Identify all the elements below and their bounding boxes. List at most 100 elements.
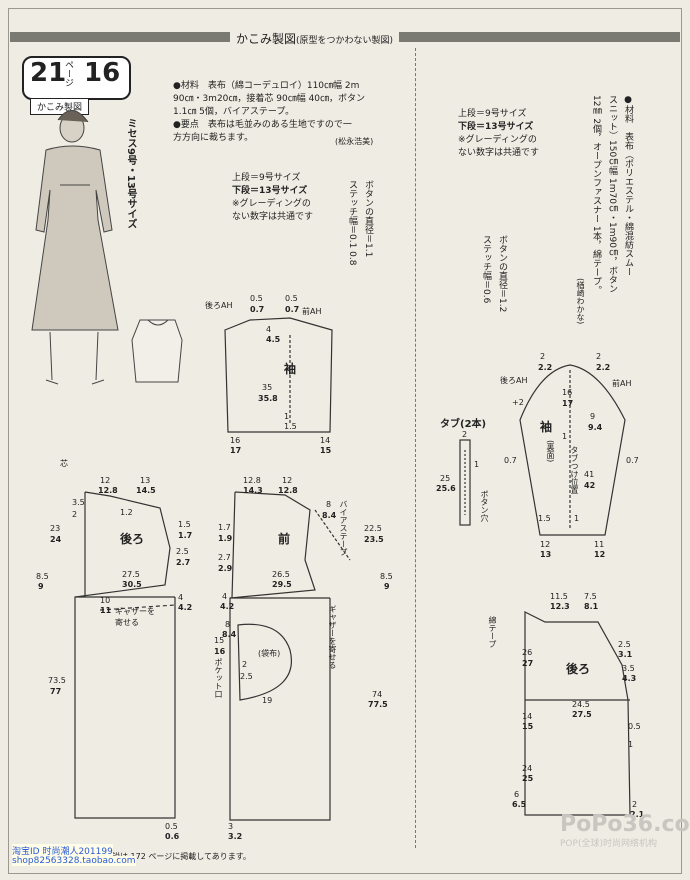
title-note: (原型をつかわない製図) [296, 36, 394, 46]
lf-pocket-bag: (袋布) [258, 649, 281, 658]
rb-w1b: 12.3 [550, 602, 570, 611]
rb-h25: 25 [522, 774, 534, 783]
lb-hem-a: 0.5 [165, 822, 178, 831]
lb-m27: 2.7 [176, 558, 191, 567]
lb-r42: 4.2 [178, 603, 193, 612]
lb-r4: 4 [178, 593, 184, 602]
rb-w2a: 7.5 [584, 592, 597, 601]
shop-url: shop82563328.taobao.com [12, 856, 136, 866]
lb-tag: 芯 [60, 459, 68, 468]
lf-g8: 8 [225, 620, 231, 629]
tab-outline [459, 439, 471, 526]
lb-len-a: 73.5 [48, 676, 66, 685]
rb-m31: 3.1 [618, 650, 633, 659]
rs-b13: 13 [540, 550, 552, 559]
lf-y265: 26.5 [272, 570, 290, 579]
badge-page-word: ページ [63, 60, 73, 87]
lf-s9: 9 [384, 582, 390, 591]
lf-m17: 1.7 [218, 523, 231, 532]
rs-mid: (裏面) [546, 440, 555, 463]
rs-t22: 2.2 [538, 363, 553, 372]
ls-top-d: 0.7 [285, 305, 300, 314]
right-materials-3: 12㎜ 2個，オープンファスナー 1本，綿テープ。 [591, 95, 601, 295]
left-legend-4: ない数字は共通です [232, 212, 314, 222]
left-sleeve-back-ah: 後ろAH [205, 301, 233, 310]
lf-p2: 2 [242, 660, 248, 669]
rb-b65: 6.5 [512, 800, 527, 809]
lf-p16: 16 [214, 647, 226, 656]
lf-pocket: ポケット口 [214, 658, 223, 698]
rb-r05: 0.5 [628, 722, 641, 731]
lb-y275: 27.5 [122, 570, 140, 579]
rb-m43: 4.3 [622, 674, 637, 683]
lf-g84: 8.4 [222, 630, 237, 639]
lf-r42: 4.2 [220, 602, 235, 611]
ls-fw-b: 15 [320, 446, 332, 455]
rs-f11: 11 [594, 540, 605, 549]
rs-t2a: 2 [540, 352, 546, 361]
lf-m27: 2.7 [218, 553, 231, 562]
lf-w2a: 12 [282, 476, 293, 485]
lb-m35: 3.5 [72, 498, 85, 507]
lb-m15: 1.5 [178, 520, 191, 529]
right-legend-4: ない数字は共通です [458, 148, 540, 158]
lf-m29: 2.9 [218, 564, 233, 573]
lf-bias: バイアステープ [339, 500, 348, 556]
lf-w1a: 12.8 [243, 476, 261, 485]
lf-len-a: 74 [372, 690, 383, 699]
left-front-outline [229, 491, 351, 821]
right-sleeve-outline [519, 364, 626, 536]
right-legend-3: ※グレーディングの [458, 135, 537, 145]
left-materials-3: 1.1㎝ 5個，バイアステープ。 [173, 107, 295, 117]
left-sleeve-outline [224, 317, 333, 433]
badge-left-number: 21 [30, 58, 67, 88]
lb-s9: 9 [38, 582, 44, 591]
rs-l42: 42 [584, 481, 596, 490]
rb-w2b: 8.1 [584, 602, 599, 611]
rs-f12: 12 [594, 550, 606, 559]
lb-g11: 11 [100, 606, 112, 615]
lb-w1a: 12 [100, 476, 111, 485]
tab-t1: 1 [474, 460, 480, 469]
lb-len-b: 77 [50, 687, 62, 696]
lb-w2b: 14.5 [136, 486, 156, 495]
lb-gather2: 寄せる [115, 618, 139, 627]
lf-h225: 22.5 [364, 524, 382, 533]
right-materials-2: スニット）150㎝幅 1m70㎝・1m90㎝，ボタン [607, 95, 617, 293]
right-back-label: 後ろ [566, 662, 591, 676]
left-legend-2: 下段＝13号サイズ [232, 186, 308, 196]
rb-m35: 3.5 [622, 664, 635, 673]
left-legend-1: 上段＝9号サイズ [232, 173, 301, 183]
left-sleeve-label: 袖 [284, 362, 297, 376]
rs-h1: 1 [562, 432, 568, 441]
watermark: PoPo36.com [560, 812, 690, 837]
ls-len-a: 35 [262, 383, 273, 392]
rs-back-ah: 後ろAH [500, 376, 528, 385]
left-credit: (松永浩美) [335, 137, 374, 146]
lf-y295: 29.5 [272, 580, 292, 589]
right-sleeve-label: 袖 [540, 420, 553, 434]
rb-y245: 24.5 [572, 700, 590, 709]
rs-h10: 1 [574, 514, 580, 523]
lf-gather: ギャザーを寄せる [328, 605, 337, 669]
rs-l41: 41 [584, 470, 595, 479]
ls-bw-a: 16 [230, 436, 241, 445]
lf-p19: 19 [262, 696, 273, 705]
rs-tab-pos: タブつけ位置 [570, 446, 579, 494]
rs-b12: 12 [540, 540, 551, 549]
lb-gather: ギャザーを [115, 607, 155, 616]
column-divider [415, 48, 416, 848]
size-vertical: ミセス9号・13号サイズ [125, 118, 136, 229]
lf-len-b: 77.5 [368, 700, 388, 709]
right-button-note: ボタンの直径＝1.2 [497, 235, 507, 313]
rb-w1a: 11.5 [550, 592, 568, 601]
left-stitch-note: ステッチ幅＝0.1 0.8 [347, 180, 357, 266]
rb-b21: 2.1 [630, 810, 645, 819]
lb-w2a: 13 [140, 476, 151, 485]
rb-b2: 2 [632, 800, 638, 809]
lb-w1b: 12.8 [98, 486, 118, 495]
lb-y305: 30.5 [122, 580, 142, 589]
watermark-sub: POP(全球)时尚网络机构 [560, 839, 657, 849]
rs-dplus: +2 [512, 398, 524, 407]
